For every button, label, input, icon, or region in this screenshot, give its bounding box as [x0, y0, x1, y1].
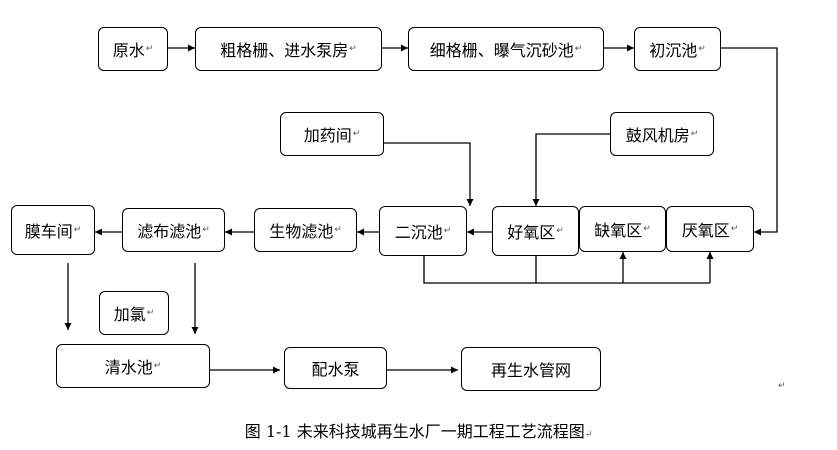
- return-mark-icon: ↵: [778, 381, 786, 391]
- return-mark-icon: ↵: [574, 44, 583, 54]
- node-label: 清水池: [104, 358, 153, 377]
- node-coarse-screen: 粗格栅、进水泵房↵: [195, 27, 382, 71]
- node-primary-clarifier: 初沉池↵: [634, 27, 721, 71]
- node-label: 细格栅、曝气沉砂池: [429, 41, 574, 60]
- return-mark-icon: ↵: [145, 44, 154, 54]
- node-label: 配水泵: [311, 360, 360, 379]
- return-mark-icon: ↵: [153, 361, 162, 371]
- node-raw-water: 原水↵: [98, 27, 168, 71]
- arrow-primary-to-anaerobic: [721, 47, 778, 236]
- return-mark-icon: ↵: [146, 308, 155, 318]
- node-label: 加氯: [113, 305, 146, 324]
- node-label: 初沉池: [649, 41, 698, 60]
- node-label: 缺氧区: [594, 221, 643, 240]
- node-cloth-filter: 滤布滤池↵: [122, 208, 225, 252]
- node-chlorination: 加氯↵: [99, 291, 169, 335]
- node-anaerobic-zone: 厌氧区↵: [666, 206, 754, 252]
- node-reclaimed-network: 再生水管网: [461, 347, 601, 391]
- return-mark-icon: ↵: [352, 129, 361, 139]
- node-label: 鼓风机房: [625, 126, 690, 145]
- node-label: 生物滤池: [269, 222, 334, 241]
- return-mark-icon: ↵: [349, 44, 357, 54]
- return-mark-icon: ↵: [698, 44, 706, 54]
- node-label: 再生水管网: [490, 361, 571, 380]
- return-mark-icon: ↵: [556, 226, 564, 236]
- node-dosing-room: 加药间↵: [280, 112, 384, 156]
- return-mark-icon: ↵: [584, 430, 593, 440]
- node-fine-screen: 细格栅、曝气沉砂池↵: [408, 27, 604, 71]
- node-label: 二沉池: [394, 223, 443, 242]
- node-distribution-pump: 配水泵: [284, 347, 387, 389]
- arrow-blower-to-aerobic: [532, 133, 610, 206]
- node-clear-water-tank: 清水池↵: [56, 344, 210, 388]
- return-line-bottom: [423, 256, 710, 284]
- return-mark-icon: ↵: [334, 225, 342, 235]
- arrow-dosing-to-secondary: [384, 142, 474, 206]
- return-mark-icon: ↵: [202, 225, 210, 235]
- caption-text: 图 1-1 未来科技城再生水厂一期工程工艺流程图: [244, 422, 585, 441]
- return-mark-icon: ↵: [443, 226, 452, 236]
- node-label: 粗格栅、进水泵房: [220, 41, 349, 60]
- node-label: 厌氧区: [681, 221, 730, 240]
- node-label: 加药间: [303, 126, 352, 145]
- return-mark-icon: ↵: [730, 224, 739, 234]
- return-mark-icon: ↵: [73, 225, 82, 235]
- node-label: 膜车间: [24, 222, 73, 241]
- node-anoxic-zone: 缺氧区↵: [579, 206, 666, 252]
- node-secondary-clarifier: 二沉池↵: [379, 206, 467, 256]
- node-blower-room: 鼓风机房↵: [610, 112, 714, 156]
- return-mark-icon: ↵: [690, 129, 699, 139]
- return-mark-icon: ↵: [643, 224, 651, 234]
- node-label: 滤布滤池: [137, 222, 202, 241]
- node-aerobic-zone: 好氧区↵: [492, 206, 579, 256]
- node-label: 原水: [112, 41, 145, 60]
- node-label: 好氧区: [507, 223, 556, 242]
- node-membrane-room: 膜车间↵: [11, 205, 95, 255]
- figure-caption: 图 1-1 未来科技城再生水厂一期工程工艺流程图↵: [0, 418, 837, 442]
- node-bio-filter: 生物滤池↵: [254, 208, 357, 252]
